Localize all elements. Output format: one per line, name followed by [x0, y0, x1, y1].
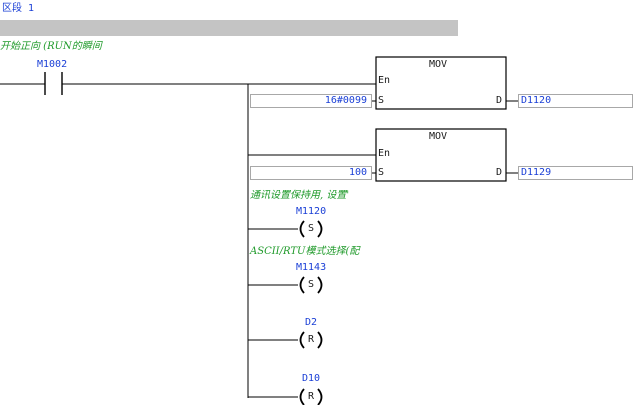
coil4-type: R: [308, 391, 315, 402]
mov2-dest-field[interactable]: D1129: [518, 166, 633, 180]
coil3-tag[interactable]: D2: [305, 317, 318, 328]
contact-tag[interactable]: M1002: [37, 59, 68, 70]
coil-d2[interactable]: [299, 331, 323, 349]
coil-m1120[interactable]: [299, 220, 323, 238]
coil2-tag[interactable]: M1143: [296, 262, 327, 273]
section-label: 区段 1: [2, 3, 35, 14]
mov-block-2[interactable]: [375, 128, 507, 182]
coil4-tag[interactable]: D10: [302, 373, 321, 384]
mov2-d-label: D: [496, 167, 503, 178]
coil1-comment: 通讯设置保持用, 设置': [250, 190, 350, 201]
mov1-en-label: En: [378, 75, 391, 86]
mov2-en-label: En: [378, 148, 391, 159]
mov1-d-label: D: [496, 95, 503, 106]
mov1-dest-field[interactable]: D1120: [518, 94, 633, 108]
mov1-s-label: S: [378, 95, 385, 106]
rung1-comment: 开始正向 (RUN的瞬间: [0, 41, 102, 52]
coil2-type: S: [308, 279, 315, 290]
mov2-source-field[interactable]: 100: [250, 166, 372, 180]
section-bar: [0, 20, 458, 36]
mov1-source-field[interactable]: 16#0099: [250, 94, 372, 108]
mov-block-1[interactable]: [375, 56, 507, 110]
mov1-name: MOV: [429, 59, 448, 70]
coil-m1143[interactable]: [299, 276, 323, 294]
coil-d10[interactable]: [299, 388, 323, 405]
coil1-type: S: [308, 223, 315, 234]
mov2-name: MOV: [429, 131, 448, 142]
coil3-type: R: [308, 334, 315, 345]
contact-m1002[interactable]: [36, 72, 63, 95]
mov2-s-label: S: [378, 167, 385, 178]
coil1-tag[interactable]: M1120: [296, 206, 327, 217]
coil2-comment: ASCII/RTU模式选择(配: [250, 246, 360, 257]
